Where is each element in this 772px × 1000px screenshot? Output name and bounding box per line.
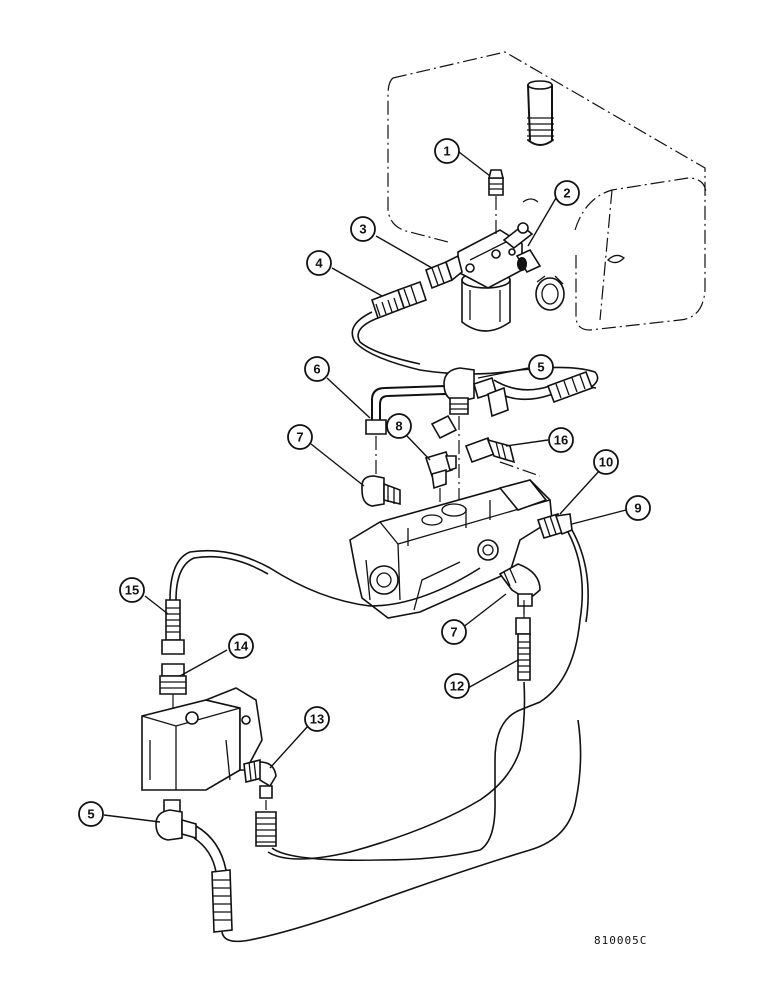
callout-7-lower: 7 <box>441 619 467 645</box>
callout-5-upper-label: 5 <box>537 360 544 375</box>
part-7-lower-elbow <box>498 563 541 607</box>
part-1-fitting <box>487 169 505 238</box>
callout-7-upper-label: 7 <box>296 430 303 445</box>
callout-15-label: 15 <box>125 583 139 598</box>
callout-5-lower-label: 5 <box>87 807 94 822</box>
hose-part-9 <box>271 531 584 862</box>
callout-3-label: 3 <box>359 222 366 237</box>
hose-part-15 <box>169 549 481 607</box>
hose-end-below-13 <box>255 811 277 847</box>
callout-7-upper: 7 <box>287 424 313 450</box>
part-16-fitting <box>464 436 541 477</box>
part-13-elbow <box>243 759 277 810</box>
part-12-hose-end <box>515 606 531 681</box>
return-hose-upper-inner <box>357 317 421 365</box>
hose-part-12 <box>267 681 526 860</box>
hose-part-9-inner <box>571 529 589 623</box>
part-4-hose-end <box>370 280 428 320</box>
callout-16: 16 <box>548 427 574 453</box>
part-7-upper-elbow <box>361 475 401 507</box>
callout-15: 15 <box>119 577 145 603</box>
callout-6-label: 6 <box>313 362 320 377</box>
callout-13: 13 <box>304 706 330 732</box>
callout-5-upper: 5 <box>528 354 554 380</box>
callout-7-lower-label: 7 <box>450 625 457 640</box>
callout-1-label: 1 <box>443 144 450 159</box>
control-valve-body <box>349 479 553 619</box>
hydraulic-reservoir-tank <box>387 51 707 331</box>
callout-13-label: 13 <box>310 712 324 727</box>
hydraulic-pump <box>141 687 263 791</box>
callout-2-label: 2 <box>563 186 570 201</box>
drawing-reference-code: 810005C <box>594 934 647 947</box>
callout-5-lower: 5 <box>78 801 104 827</box>
filter-assembly <box>457 222 534 332</box>
callout-9-label: 9 <box>634 501 641 516</box>
callout-6: 6 <box>304 356 330 382</box>
callout-12-label: 12 <box>450 679 464 694</box>
callout-8: 8 <box>386 413 412 439</box>
callout-4-label: 4 <box>315 256 323 271</box>
callout-3: 3 <box>350 216 376 242</box>
callout-10: 10 <box>593 449 619 475</box>
callout-2: 2 <box>554 180 580 206</box>
callout-16-label: 16 <box>554 433 568 448</box>
part-15-hose-end <box>161 599 185 655</box>
callout-14: 14 <box>228 633 254 659</box>
callout-12: 12 <box>444 673 470 699</box>
hose-lower-return <box>221 719 582 943</box>
part-10-fitting <box>536 513 573 539</box>
part-5-upper-elbow <box>443 367 597 500</box>
callout-8-label: 8 <box>395 419 402 434</box>
part-3-adapter <box>425 254 463 290</box>
callout-10-label: 10 <box>599 455 613 470</box>
hose-part-15-inner <box>175 555 269 601</box>
part-14-adapter <box>159 663 187 718</box>
part-8-tee-fitting <box>424 451 457 530</box>
part-5-lower-elbow <box>155 799 233 933</box>
part-2-plug <box>515 248 542 274</box>
callout-9: 9 <box>625 495 651 521</box>
callout-1: 1 <box>434 138 460 164</box>
callouts: 1 2 3 4 5 6 7 8 <box>78 138 651 827</box>
callout-14-label: 14 <box>234 639 249 654</box>
part-6-tube <box>365 385 463 478</box>
filler-tube <box>527 80 554 146</box>
tank-sight-gauge <box>535 275 565 311</box>
callout-4: 4 <box>306 250 332 276</box>
